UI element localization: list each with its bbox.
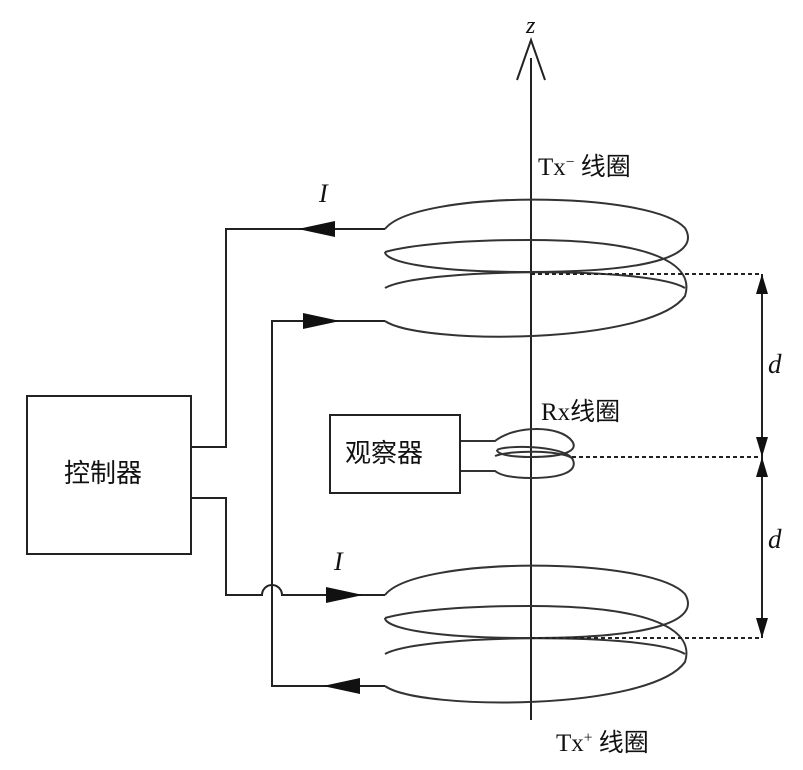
z-axis-label: z	[526, 13, 536, 39]
tx-minus-coil-label: Tx− 线圈	[538, 153, 631, 181]
rx-coil-label: Rx线圈	[541, 399, 621, 426]
current-label-top: I	[319, 179, 328, 208]
observer-box	[329, 414, 461, 494]
controller-label: 控制器	[64, 459, 143, 488]
observer-label: 观察器	[345, 439, 424, 468]
current-label-bottom: I	[334, 547, 343, 576]
dimension-arrow-lower-bottom	[756, 618, 768, 638]
dimension-arrow-lower-top	[756, 457, 768, 477]
rx-coil-turn-2	[460, 445, 575, 480]
current-arrow-upper-right	[303, 313, 340, 329]
tx-plus-label-sup: +	[583, 729, 593, 747]
tx-minus-label-sup: −	[565, 153, 575, 171]
dimension-arrow-upper-top	[756, 274, 768, 294]
tx-minus-label-base: Tx	[538, 154, 566, 181]
rx-coil	[460, 428, 575, 480]
current-arrow-top-left	[298, 221, 335, 237]
tx-minus-coil	[384, 198, 689, 338]
tx-minus-label-suffix: 线圈	[574, 154, 631, 181]
tx-minus-coil-turn-2	[384, 238, 688, 338]
controller-box	[26, 395, 192, 555]
wire-tx-plus-feed	[191, 497, 385, 596]
tx-plus-coil-turn-2	[384, 604, 688, 704]
tx-minus-coil-turn-1	[384, 198, 689, 274]
tx-plus-coil	[384, 564, 689, 704]
tx-plus-coil-front-arc	[384, 637, 686, 655]
current-arrow-lower-right	[326, 587, 363, 603]
rx-coil-turn-1	[460, 428, 575, 459]
tx-minus-coil-front-arc	[384, 271, 686, 289]
tx-plus-label-base: Tx	[556, 730, 584, 757]
tx-plus-label-suffix: 线圈	[592, 730, 649, 757]
dimension-arrow-upper-bottom	[756, 437, 768, 457]
distance-label-upper: d	[768, 349, 782, 379]
wire-tx-minus-to-tx-plus	[271, 320, 385, 687]
distance-label-lower: d	[768, 524, 782, 554]
tx-plus-coil-label: Tx+ 线圈	[556, 729, 649, 757]
current-arrow-bottom-left	[323, 678, 360, 694]
tx-plus-coil-turn-1	[384, 564, 689, 640]
z-axis-arrowhead	[516, 36, 546, 81]
rx-coil-front-arc	[494, 450, 573, 459]
